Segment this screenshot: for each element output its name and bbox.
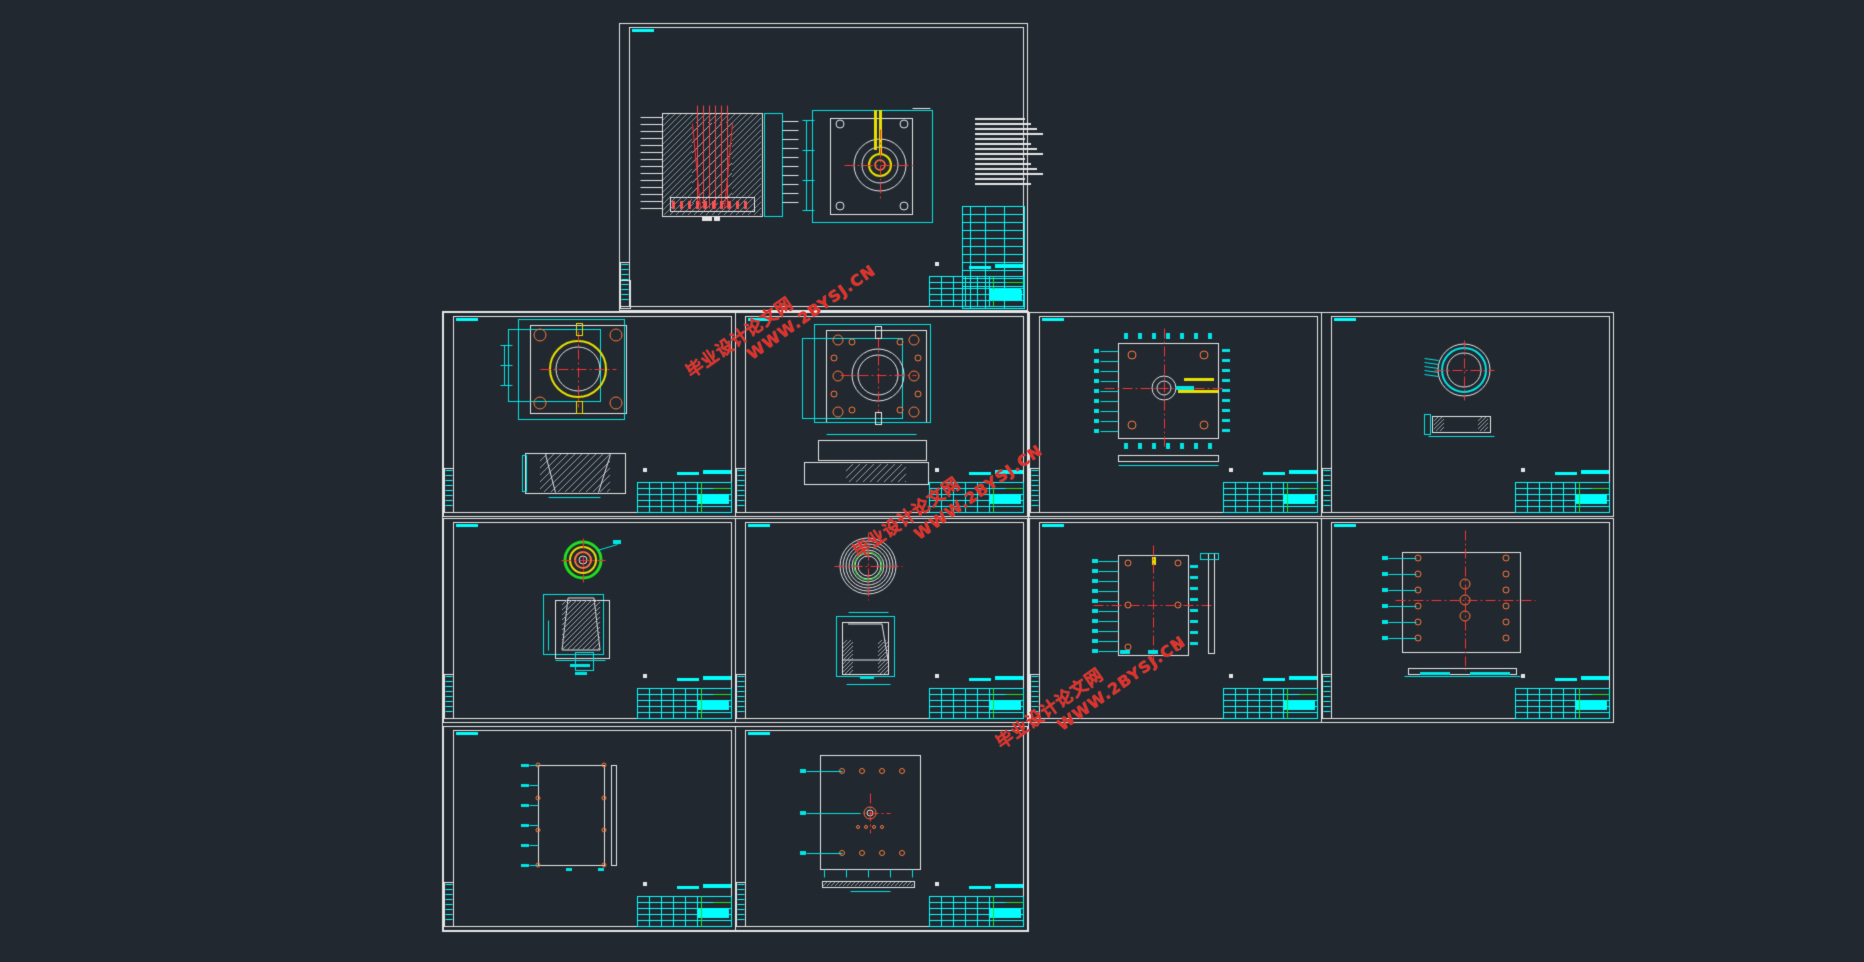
sheet-ring[interactable] [1321, 312, 1613, 516]
sheet-bottom-plate[interactable] [735, 726, 1027, 930]
sheet-support-plate[interactable] [1321, 518, 1613, 722]
sheet-core[interactable] [443, 518, 735, 722]
sheet-plate-1[interactable] [443, 312, 735, 516]
sheet-plate-3[interactable] [1029, 312, 1321, 516]
sheet-spacer[interactable] [443, 726, 735, 930]
